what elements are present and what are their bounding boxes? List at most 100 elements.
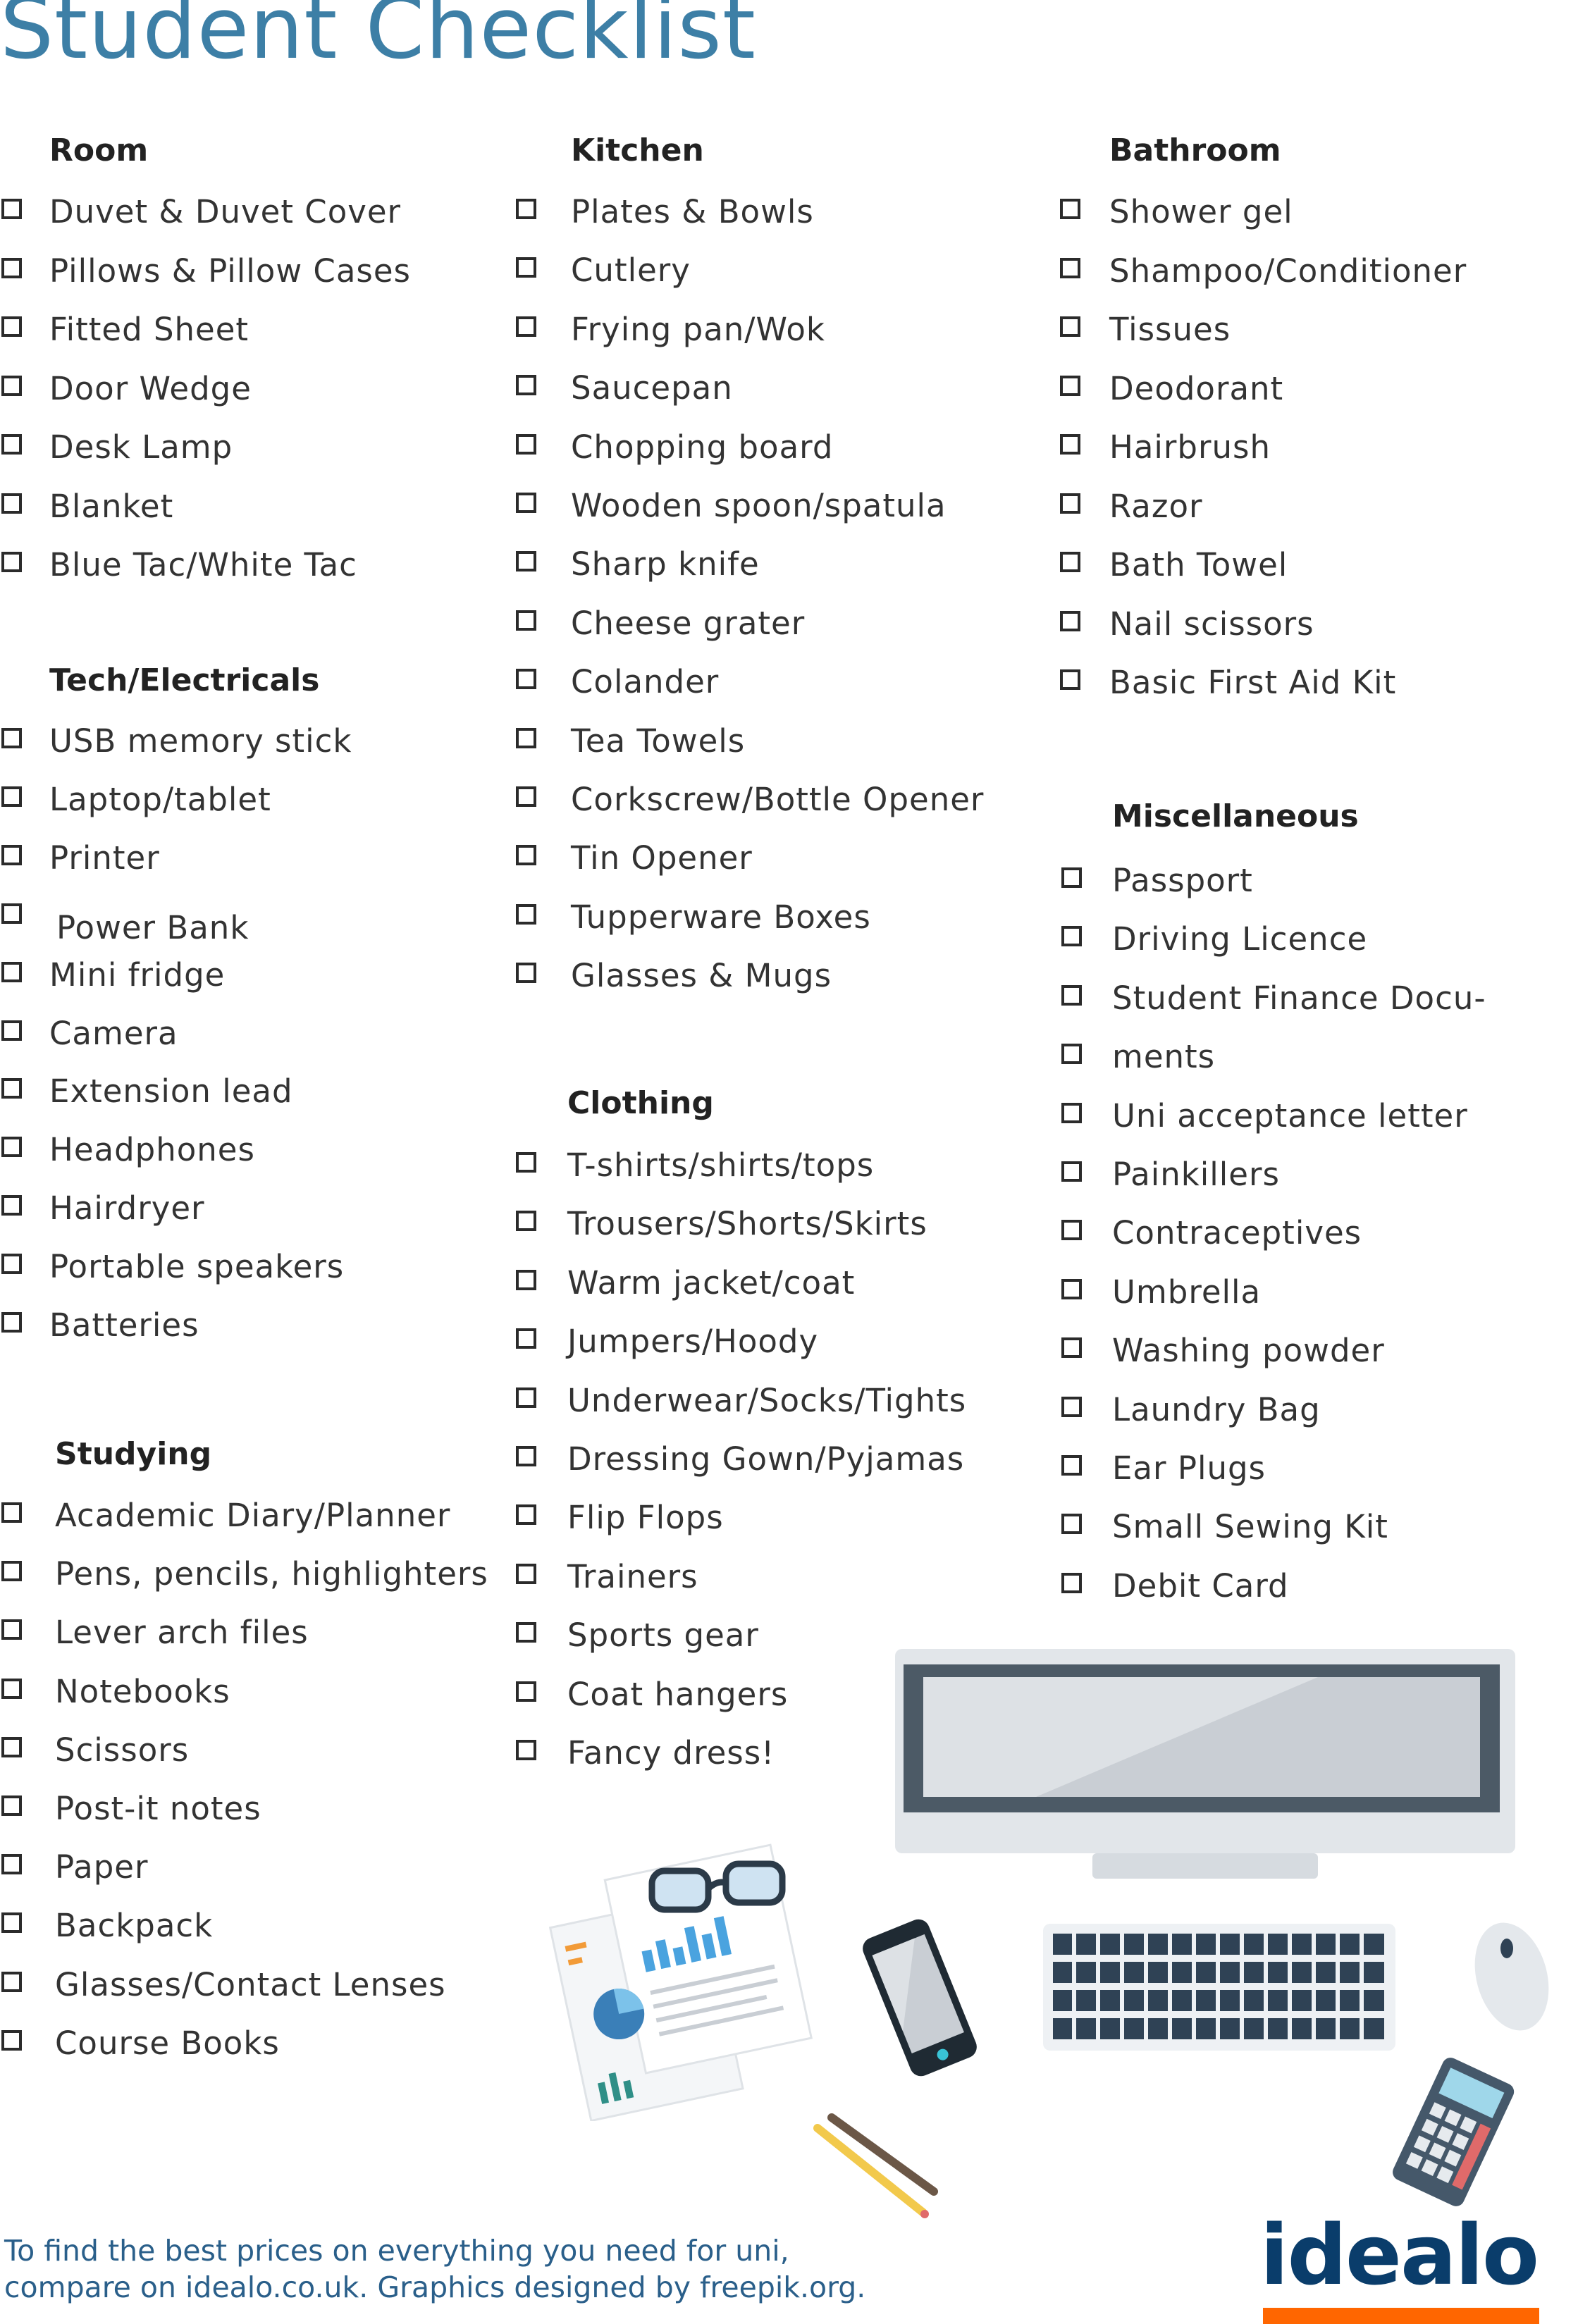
- checkbox[interactable]: [516, 316, 536, 337]
- checklist-item-label: Mini fridge: [49, 956, 226, 994]
- checkbox[interactable]: [516, 1564, 536, 1584]
- section-heading-clothing: Clothing: [567, 1085, 714, 1121]
- checkbox[interactable]: [516, 786, 536, 807]
- checkbox[interactable]: [1, 1737, 22, 1757]
- checkbox[interactable]: [1061, 1514, 1082, 1534]
- checklist-item-label: Blanket: [49, 488, 174, 525]
- checkbox[interactable]: [1061, 1279, 1082, 1299]
- checkbox[interactable]: [516, 904, 536, 925]
- checklist-item-label: Basic First Aid Kit: [1109, 664, 1397, 701]
- checkbox[interactable]: [1060, 669, 1080, 690]
- checklist-item-label: Student Finance Docu-: [1112, 979, 1486, 1017]
- checkbox[interactable]: [1, 2030, 22, 2051]
- checklist-item-label: Laptop/tablet: [49, 781, 271, 818]
- checkbox[interactable]: [516, 845, 536, 865]
- checklist-item-label: Shampoo/Conditioner: [1109, 252, 1467, 290]
- checkbox[interactable]: [1, 1854, 22, 1874]
- checkbox[interactable]: [1, 1561, 22, 1581]
- checkbox[interactable]: [1, 1972, 22, 1992]
- checkbox[interactable]: [1060, 199, 1080, 219]
- checkbox[interactable]: [516, 1504, 536, 1525]
- checklist-item-label: Hairbrush: [1109, 428, 1271, 466]
- checkbox[interactable]: [1060, 376, 1080, 396]
- checkbox[interactable]: [1, 845, 22, 865]
- checkbox[interactable]: [1, 493, 22, 514]
- checkbox[interactable]: [516, 1152, 536, 1173]
- checkbox[interactable]: [516, 493, 536, 513]
- checkbox[interactable]: [516, 963, 536, 983]
- checkbox[interactable]: [1, 376, 22, 396]
- checkbox[interactable]: [516, 1622, 536, 1643]
- checklist-item-label: Pens, pencils, highlighters: [55, 1555, 488, 1593]
- checkbox[interactable]: [1060, 316, 1080, 337]
- checkbox[interactable]: [1061, 1337, 1082, 1358]
- checkbox[interactable]: [1, 199, 22, 219]
- checkbox[interactable]: [516, 669, 536, 689]
- checkbox[interactable]: [516, 610, 536, 631]
- checkbox[interactable]: [1, 316, 22, 337]
- checkbox[interactable]: [1061, 1103, 1082, 1123]
- checkbox[interactable]: [516, 375, 536, 395]
- checkbox[interactable]: [1061, 1397, 1082, 1417]
- checklist-item-label: Dressing Gown/Pyjamas: [567, 1440, 965, 1478]
- checkbox[interactable]: [1, 903, 22, 924]
- keyboard-illustration: [1043, 1924, 1395, 2051]
- checkbox[interactable]: [1060, 611, 1080, 631]
- section-heading-studying: Studying: [55, 1436, 212, 1472]
- checkbox[interactable]: [1, 1619, 22, 1640]
- checkbox[interactable]: [1, 728, 22, 748]
- checkbox[interactable]: [1061, 1161, 1082, 1182]
- checkbox[interactable]: [1060, 552, 1080, 572]
- checkbox[interactable]: [516, 1387, 536, 1408]
- checkbox[interactable]: [1, 258, 22, 278]
- checkbox[interactable]: [1, 1312, 22, 1333]
- desktop-computer-illustration: [895, 1649, 1515, 1879]
- checkbox[interactable]: [1061, 1220, 1082, 1240]
- checkbox[interactable]: [1, 962, 22, 982]
- checklist-item-label: USB memory stick: [49, 722, 352, 760]
- checkbox[interactable]: [516, 1446, 536, 1466]
- checklist-item-label: Jumpers/Hoody: [567, 1323, 819, 1360]
- checkbox[interactable]: [1, 1912, 22, 1933]
- checkbox[interactable]: [516, 1270, 536, 1290]
- checkbox[interactable]: [1061, 1573, 1082, 1593]
- checkbox[interactable]: [1, 1679, 22, 1699]
- checkbox[interactable]: [516, 1681, 536, 1702]
- checklist-item-label: Headphones: [49, 1131, 255, 1168]
- checkbox[interactable]: [1, 1020, 22, 1041]
- checkbox[interactable]: [1, 1502, 22, 1523]
- checkbox[interactable]: [516, 728, 536, 748]
- checklist-item-label: Painkillers: [1112, 1156, 1280, 1193]
- checkbox[interactable]: [1, 1137, 22, 1157]
- checkbox[interactable]: [516, 199, 536, 219]
- checkbox[interactable]: [1, 434, 22, 455]
- checkbox[interactable]: [1, 552, 22, 572]
- checkbox[interactable]: [1, 1078, 22, 1099]
- checkbox[interactable]: [1060, 434, 1080, 455]
- checkbox[interactable]: [516, 1211, 536, 1231]
- idealo-logo-underline: [1263, 2308, 1539, 2324]
- checkbox[interactable]: [1060, 493, 1080, 514]
- checklist-item-label: Academic Diary/Planner: [55, 1497, 451, 1534]
- checklist-item-label: Fancy dress!: [567, 1734, 775, 1772]
- checkbox[interactable]: [516, 1740, 536, 1760]
- checkbox[interactable]: [1060, 258, 1080, 278]
- checkbox[interactable]: [1, 1195, 22, 1216]
- mouse-illustration: [1474, 1922, 1549, 2031]
- checkbox[interactable]: [1, 1795, 22, 1816]
- checkbox[interactable]: [1061, 985, 1082, 1006]
- checkbox[interactable]: [516, 434, 536, 455]
- checklist-item-label: Portable speakers: [49, 1248, 345, 1285]
- checkbox[interactable]: [516, 551, 536, 571]
- checklist-item-label: Ear Plugs: [1112, 1450, 1266, 1487]
- checkbox[interactable]: [1061, 867, 1082, 888]
- checkbox[interactable]: [1061, 926, 1082, 946]
- checkbox[interactable]: [1, 1254, 22, 1274]
- checklist-item-label: Backpack: [55, 1907, 214, 1944]
- checkbox[interactable]: [1061, 1455, 1082, 1476]
- checkbox[interactable]: [516, 257, 536, 278]
- checklist-item-label: Pillows & Pillow Cases: [49, 252, 412, 290]
- checkbox[interactable]: [1, 786, 22, 807]
- checkbox[interactable]: [516, 1328, 536, 1349]
- checkbox[interactable]: [1061, 1044, 1082, 1064]
